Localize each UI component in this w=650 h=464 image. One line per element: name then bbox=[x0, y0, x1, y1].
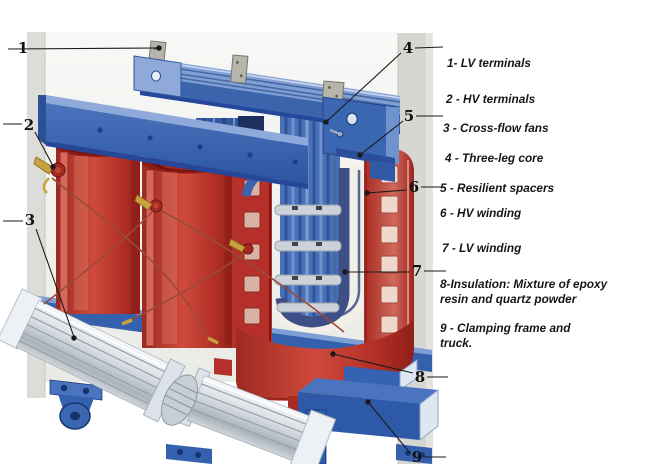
legend-item-4: 4 - Three-leg core bbox=[445, 151, 544, 165]
hv-wire bbox=[51, 177, 209, 339]
legend-item-6: 6 - HV winding bbox=[440, 206, 522, 220]
resilient-spacers bbox=[274, 204, 342, 313]
hv-wire bbox=[159, 209, 345, 333]
spacer-band bbox=[274, 240, 342, 252]
legend-item-7: 7 - LV winding bbox=[442, 241, 522, 255]
callout-4: 4 bbox=[323, 39, 444, 125]
callout-8-label: 8 bbox=[415, 368, 425, 386]
floor-bracket bbox=[396, 444, 432, 464]
lv-terminal-plate bbox=[230, 54, 249, 84]
callouts: 1 2 3 4 5 6 7 bbox=[3, 39, 448, 464]
winding-left bbox=[56, 135, 140, 314]
callout-9: 9 bbox=[365, 399, 446, 464]
callout-3: 3 bbox=[3, 211, 77, 341]
clamping-beam-front bbox=[38, 95, 308, 189]
fan-2 bbox=[177, 367, 337, 464]
callout-1-label: 1 bbox=[18, 39, 28, 57]
hv-terminal bbox=[134, 194, 163, 213]
callout-4-label: 4 bbox=[403, 39, 413, 57]
top-clamping-frame bbox=[38, 40, 401, 189]
hv-wiring bbox=[33, 156, 345, 345]
hv-winding-right-wall bbox=[364, 148, 414, 352]
callout-5-label: 5 bbox=[404, 107, 414, 125]
callout-7: 7 bbox=[342, 262, 446, 280]
legend-item-5: 5 - Resilient spacers bbox=[440, 181, 555, 195]
clamping-frame-end bbox=[322, 96, 399, 182]
callout-3-label: 3 bbox=[25, 211, 35, 229]
legend-item-3: 3 - Cross-flow fans bbox=[443, 121, 549, 135]
winding-middle bbox=[142, 150, 234, 348]
callout-1: 1 bbox=[7, 39, 162, 57]
callout-6: 6 bbox=[364, 178, 444, 196]
callout-8: 8 bbox=[330, 351, 448, 386]
cross-flow-fans bbox=[0, 288, 337, 464]
caster-wheel bbox=[49, 379, 103, 430]
legend-item-1: 1- LV terminals bbox=[447, 56, 531, 70]
spacer-band bbox=[274, 204, 342, 216]
callout-7-label: 7 bbox=[412, 262, 422, 280]
legend-item-8: 8-Insulation: Mixture of epoxy resin and… bbox=[440, 277, 608, 306]
hv-wire bbox=[131, 251, 247, 321]
callout-2: 2 bbox=[3, 116, 56, 170]
callout-2-label: 2 bbox=[24, 116, 34, 134]
fan-1 bbox=[0, 288, 198, 426]
callout-9-label: 9 bbox=[412, 448, 422, 464]
wire-lug bbox=[207, 336, 219, 345]
spacer-band bbox=[274, 274, 342, 286]
hv-terminal bbox=[228, 238, 254, 255]
callout-6-label: 6 bbox=[409, 178, 419, 196]
spacer-band bbox=[276, 302, 340, 313]
legend-item-9: 9 - Clamping frame and truck. bbox=[440, 321, 571, 350]
callout-5: 5 bbox=[357, 107, 443, 158]
floor-bracket bbox=[166, 444, 212, 464]
hv-wire bbox=[43, 211, 153, 305]
wire-lug bbox=[121, 318, 133, 326]
legend-item-2: 2 - HV terminals bbox=[446, 92, 536, 106]
frame-left-flange bbox=[133, 55, 182, 98]
